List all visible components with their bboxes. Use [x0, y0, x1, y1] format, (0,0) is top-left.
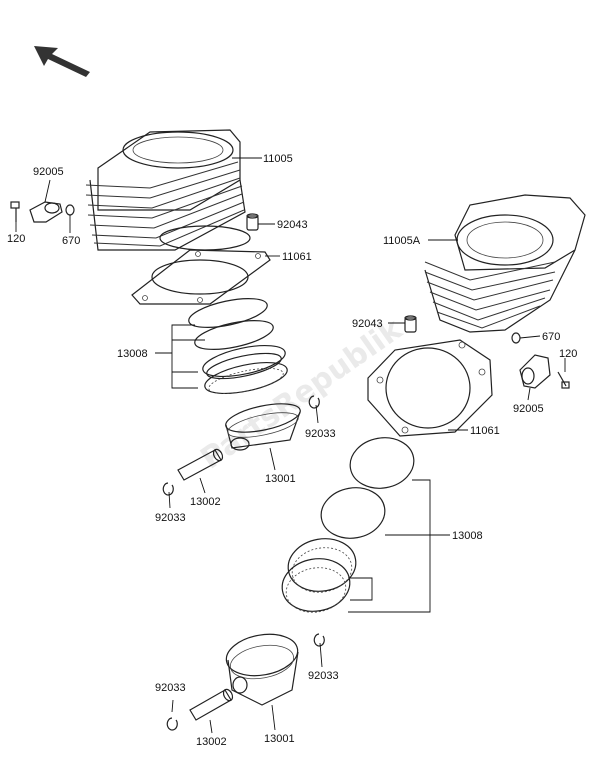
part-labels: 11005 92043 11061 92005 670 120 13008 13…: [7, 153, 577, 748]
piston-rings-front[interactable]: [186, 293, 289, 400]
dowel-pin-front[interactable]: [246, 213, 259, 231]
label-rings-rear[interactable]: 13008: [452, 530, 483, 542]
cylinder-rear[interactable]: [424, 194, 586, 333]
bolt-rear[interactable]: [557, 371, 570, 389]
label-circlip-front-left[interactable]: 92033: [155, 512, 186, 524]
label-circlip-front-right[interactable]: 92033: [305, 428, 336, 440]
label-circlip-rear-right[interactable]: 92033: [308, 670, 339, 682]
piston-front[interactable]: [223, 398, 302, 451]
label-dowel-rear[interactable]: 92043: [352, 318, 383, 330]
label-rings-front[interactable]: 13008: [117, 348, 148, 360]
circlip-rear-right[interactable]: [313, 633, 325, 647]
label-cylinder-rear[interactable]: 11005A: [383, 235, 421, 247]
label-circlip-rear-left[interactable]: 92033: [155, 682, 186, 694]
fitting-front[interactable]: [29, 201, 63, 223]
direction-arrow-icon: [34, 46, 90, 77]
fitting-rear[interactable]: [519, 354, 551, 389]
piston-pin-front[interactable]: [177, 448, 224, 481]
circlip-front-right[interactable]: [308, 395, 320, 409]
label-fitting-rear[interactable]: 92005: [513, 403, 544, 415]
label-piston-rear[interactable]: 13001: [264, 733, 295, 745]
base-gasket-rear[interactable]: [367, 339, 493, 437]
label-bolt-front[interactable]: 120: [7, 233, 25, 245]
label-gasket-front[interactable]: 11061: [282, 251, 312, 263]
circlip-front-left[interactable]: [162, 482, 174, 496]
piston-rings-rear[interactable]: [278, 433, 418, 617]
label-cylinder-front[interactable]: 11005: [263, 153, 293, 165]
label-pin-front[interactable]: 13002: [190, 496, 221, 508]
piston-rear[interactable]: [223, 629, 301, 706]
label-o-ring-rear[interactable]: 670: [542, 331, 560, 343]
label-pin-rear[interactable]: 13002: [196, 736, 227, 748]
piston-pin-rear[interactable]: [189, 688, 234, 721]
label-bolt-rear[interactable]: 120: [559, 348, 577, 360]
label-piston-front[interactable]: 13001: [265, 473, 296, 485]
label-dowel-front[interactable]: 92043: [277, 219, 308, 231]
dowel-pin-rear[interactable]: [404, 315, 417, 333]
label-fitting-front[interactable]: 92005: [33, 166, 64, 178]
label-o-ring-front[interactable]: 670: [62, 235, 80, 247]
bolt-front[interactable]: [10, 201, 20, 222]
o-ring-rear[interactable]: [511, 332, 521, 344]
circlip-rear-left[interactable]: [166, 717, 178, 731]
label-gasket-rear[interactable]: 11061: [470, 425, 500, 437]
base-gasket-front[interactable]: [131, 249, 271, 305]
o-ring-front[interactable]: [65, 204, 75, 216]
leader-lines: [15, 157, 566, 734]
cylinder-front[interactable]: [85, 129, 251, 251]
